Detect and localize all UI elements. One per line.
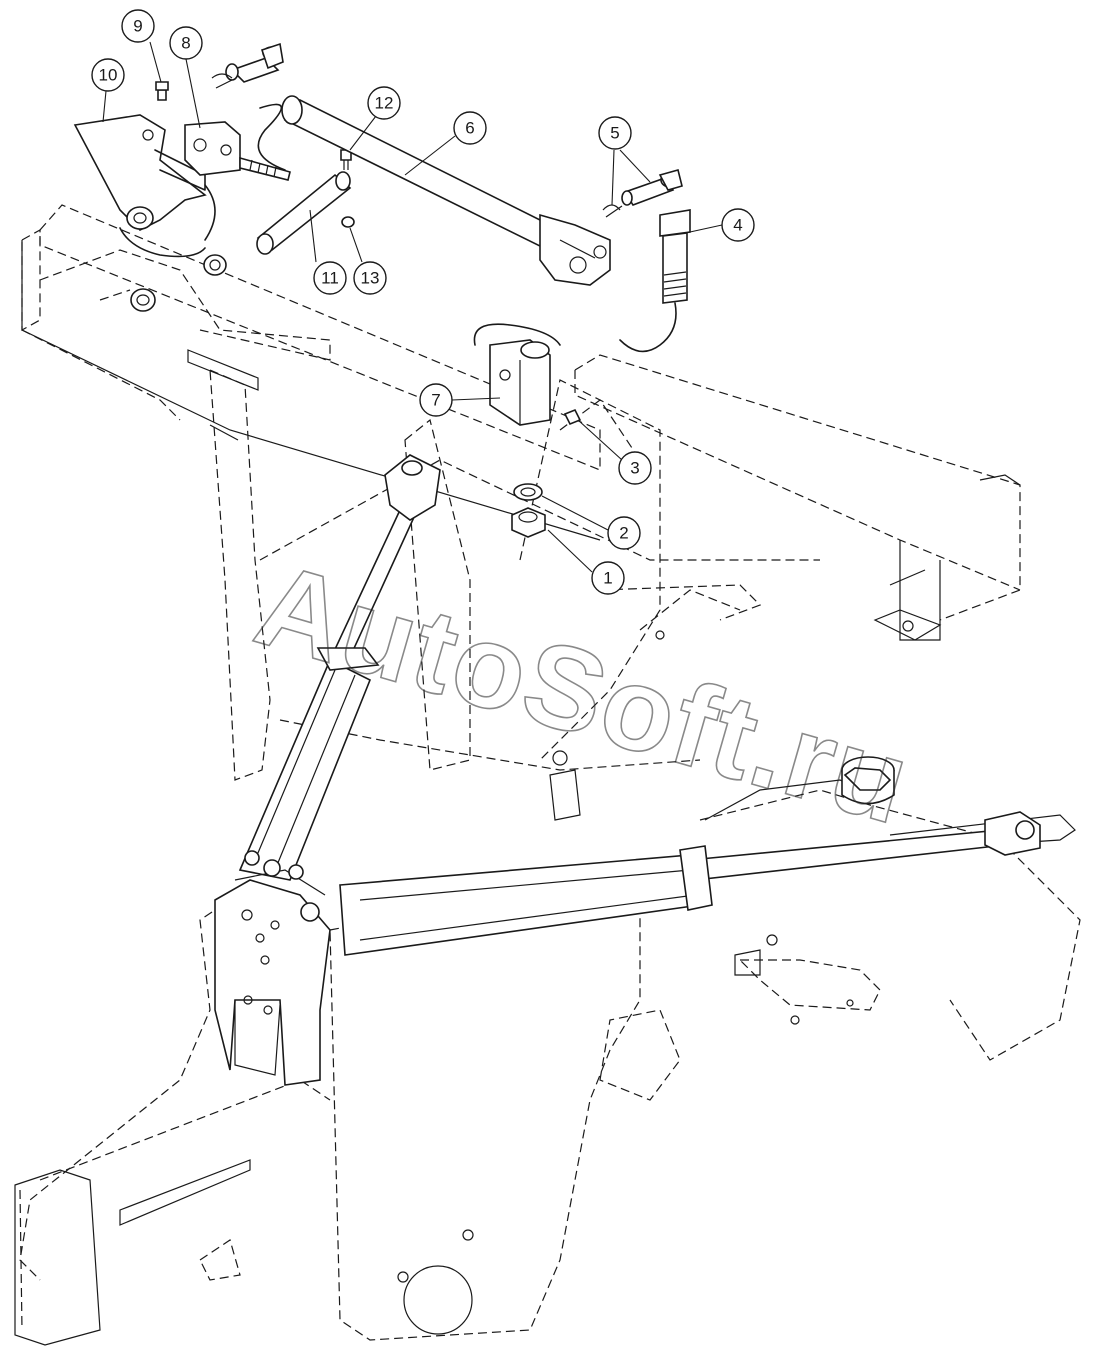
callout-5 (598, 116, 632, 150)
callout-10 (91, 58, 125, 92)
nut-part-13 (341, 216, 355, 228)
callout-label-5: 5 (610, 124, 619, 143)
callout-label-12: 12 (375, 94, 394, 113)
rod-part-6 (257, 95, 611, 286)
callout-label-11: 11 (321, 269, 339, 288)
callout-label-10: 10 (99, 66, 118, 85)
callout-label-2: 2 (619, 524, 628, 543)
callout-12 (367, 86, 401, 120)
callouts: 1 2 3 4 5 6 7 8 9 10 (91, 9, 755, 595)
front-bracket (214, 850, 331, 1086)
callout-8 (169, 26, 203, 60)
bolt-part-4 (619, 209, 691, 353)
callout-label-4: 4 (733, 216, 742, 235)
watermark-text: AutoSoft.ru (243, 538, 924, 850)
callout-4 (721, 208, 755, 242)
bracket-part-7 (473, 323, 561, 426)
clevis-part-8 (184, 121, 291, 181)
callout-label-1: 1 (603, 569, 612, 588)
callout-9 (121, 9, 155, 43)
callout-6 (453, 111, 487, 145)
callout-label-13: 13 (361, 269, 380, 288)
pin-part-5 (602, 169, 683, 218)
callout-label-7: 7 (431, 391, 440, 410)
grease-fitting-9 (155, 81, 169, 101)
callout-label-6: 6 (465, 119, 474, 138)
pivot-boss (841, 756, 895, 805)
bolt-part-3 (563, 408, 582, 426)
pin-part-11 (256, 171, 352, 255)
callout-label-8: 8 (181, 34, 190, 53)
nut-part-1 (511, 507, 546, 538)
callout-7 (419, 383, 453, 417)
lever-part-10 (73, 114, 207, 231)
callout-label-3: 3 (630, 459, 639, 478)
grease-fitting-12 (340, 149, 352, 170)
pin-part-8-top (211, 42, 284, 89)
callout-label-9: 9 (133, 17, 142, 36)
bushings (119, 184, 227, 312)
callout-11 (313, 261, 347, 295)
callout-1 (591, 561, 625, 595)
callout-2 (607, 516, 641, 550)
callout-3 (618, 451, 652, 485)
hydraulic-cylinder-left (238, 454, 441, 881)
washer-part-2 (513, 483, 543, 501)
callout-13 (353, 261, 387, 295)
hydraulic-cylinder-right (339, 811, 1041, 956)
